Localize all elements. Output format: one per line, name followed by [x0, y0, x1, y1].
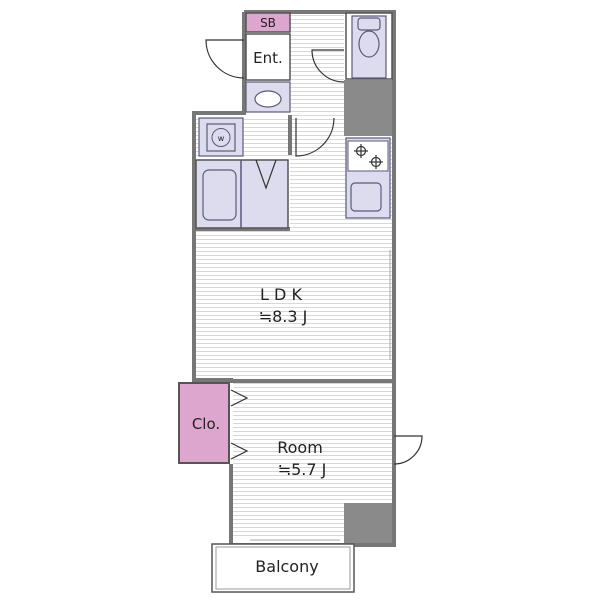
washer-label: w — [218, 134, 225, 143]
toilet-door — [311, 49, 345, 83]
balcony-label: Balcony — [255, 557, 318, 576]
shoe-box — [245, 12, 291, 33]
entrance-label: Ent. — [253, 49, 283, 67]
burner-icon — [354, 144, 383, 169]
pipe-shaft — [344, 80, 392, 136]
room-door — [393, 435, 423, 465]
room-size: ≒5.7 J — [278, 460, 327, 479]
hallway-floor — [290, 14, 344, 230]
closet-label: Clo. — [192, 415, 220, 433]
closet-door-top — [230, 389, 249, 407]
sink-icon — [350, 182, 382, 212]
basin-bowl-icon — [254, 90, 282, 108]
bathtub-icon — [202, 169, 237, 221]
washroom-door — [295, 117, 335, 157]
balcony-inner — [215, 546, 351, 590]
walls — [192, 10, 396, 547]
stove-icon — [347, 140, 389, 172]
room-name: Room — [277, 438, 323, 457]
ldk-name: L D K — [260, 285, 302, 304]
ldk-size: ≒8.3 J — [259, 307, 308, 326]
shoe-box-label: SB — [260, 16, 276, 30]
balcony — [211, 543, 355, 593]
windows — [250, 250, 391, 541]
entrance-area — [245, 33, 291, 81]
pillar-room — [344, 503, 392, 543]
closet-door-bottom — [230, 442, 249, 460]
toilet-bowl-icon — [358, 30, 380, 58]
ldk-floor — [196, 230, 392, 380]
entrance-door — [205, 39, 245, 79]
toilet-tank-icon — [357, 17, 381, 31]
washer-drum-icon — [211, 128, 231, 147]
bathroom-door — [255, 159, 277, 190]
closet — [178, 382, 230, 464]
